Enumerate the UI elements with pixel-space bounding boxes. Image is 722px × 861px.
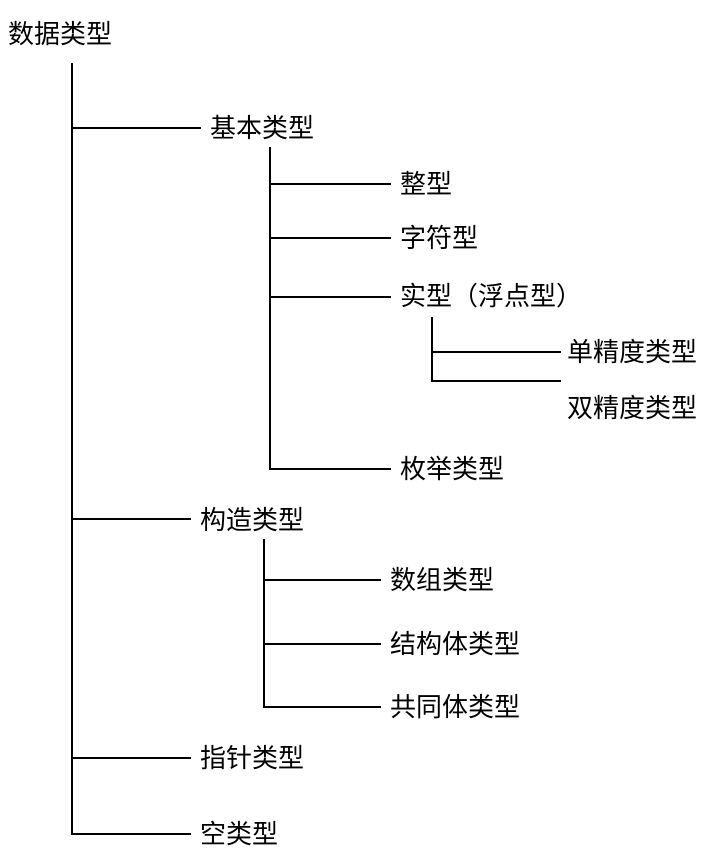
node-struct: 结构体类型 [390, 630, 521, 660]
node-enum: 枚举类型 [400, 455, 505, 485]
node-array: 数组类型 [390, 566, 495, 596]
node-void: 空类型 [200, 820, 279, 850]
node-real: 实型（浮点型） [400, 282, 583, 312]
node-construct: 构造类型 [200, 506, 305, 536]
node-double: 双精度类型 [567, 394, 698, 424]
node-basic: 基本类型 [210, 114, 315, 144]
node-int: 整型 [400, 170, 453, 200]
node-root: 数据类型 [8, 20, 113, 50]
node-pointer: 指针类型 [200, 744, 305, 774]
node-char: 字符型 [400, 224, 479, 254]
node-single: 单精度类型 [567, 338, 698, 368]
node-union: 共同体类型 [390, 693, 521, 723]
